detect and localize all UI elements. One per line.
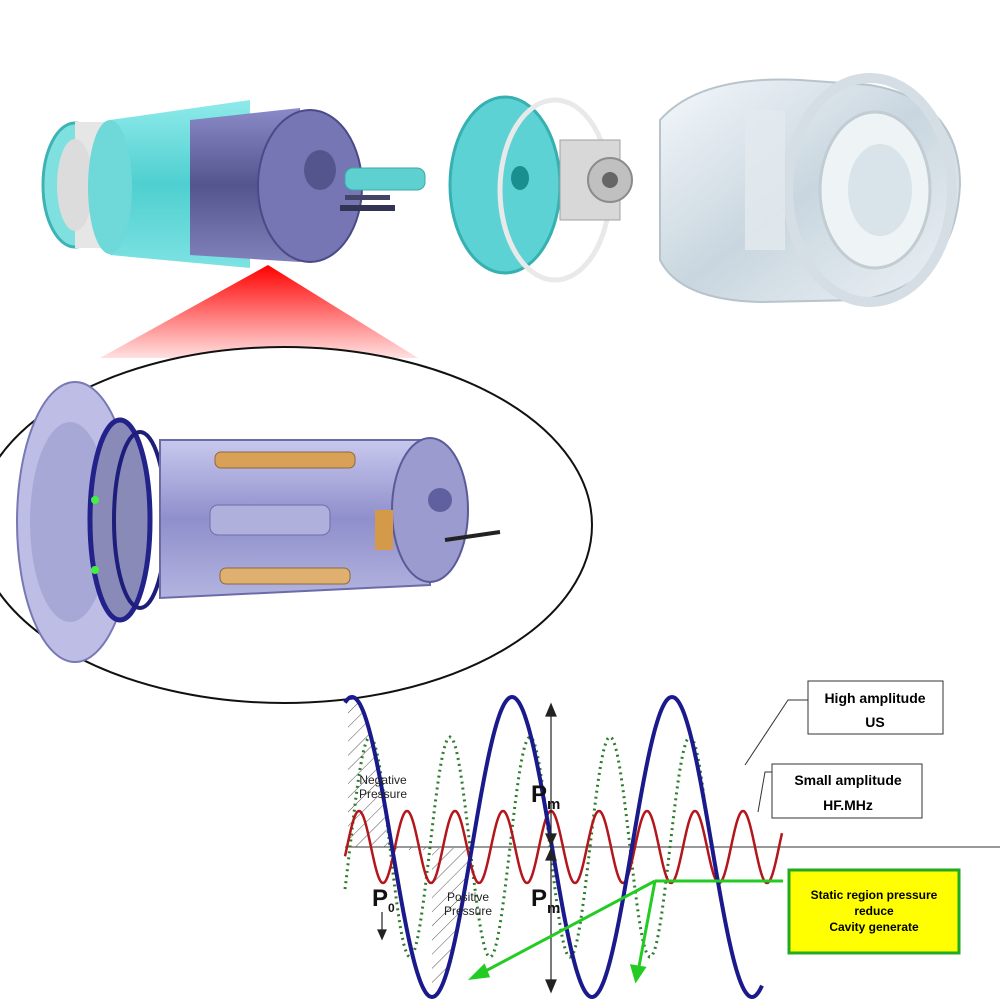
small-amplitude-label: Small amplitude [794,772,902,788]
static-region-line-3: Cavity generate [829,920,919,934]
high-amplitude-box [807,680,944,735]
small-amplitude-box [771,763,923,819]
small-amplitude-wave [343,809,784,885]
positive-pressure-region [432,848,472,988]
pm-upper-arrow [545,702,557,847]
positive-pressure-label: Positive [447,890,489,904]
p0-label: P0 [372,885,395,915]
small-amplitude-unit: HF.MHz [823,797,873,813]
high-amplitude-unit: US [865,714,884,730]
high-amplitude-label: High amplitude [824,690,925,706]
ultrasonic-motor-assembly [41,73,962,307]
motor-detail [0,346,593,704]
pm-lower-label: Pm [531,885,560,917]
pm-upper-label: Pm [531,781,560,813]
waveform-diagram: High amplitude US Small amplitude HF.MHz… [343,680,1000,1000]
negative-pressure-label-2: Pressure [359,787,407,801]
leader-high [744,699,808,766]
glass-bottle [659,73,962,307]
p0-arrow [377,912,387,941]
zoom-indicator [100,265,418,358]
negative-pressure-label: Negative [359,773,407,787]
negative-pressure-region [348,697,428,850]
positive-pressure-label-2: Pressure [444,904,492,918]
pm-lower-arrow [545,847,557,994]
static-region-box [787,868,961,955]
teal-disk [448,95,562,275]
shaft [344,167,426,191]
cavity-arrows [467,879,783,984]
gear [559,139,633,221]
leader-small [757,771,772,813]
static-region-line-2: reduce [854,904,894,918]
static-region-line-1: Static region pressure [811,888,938,902]
